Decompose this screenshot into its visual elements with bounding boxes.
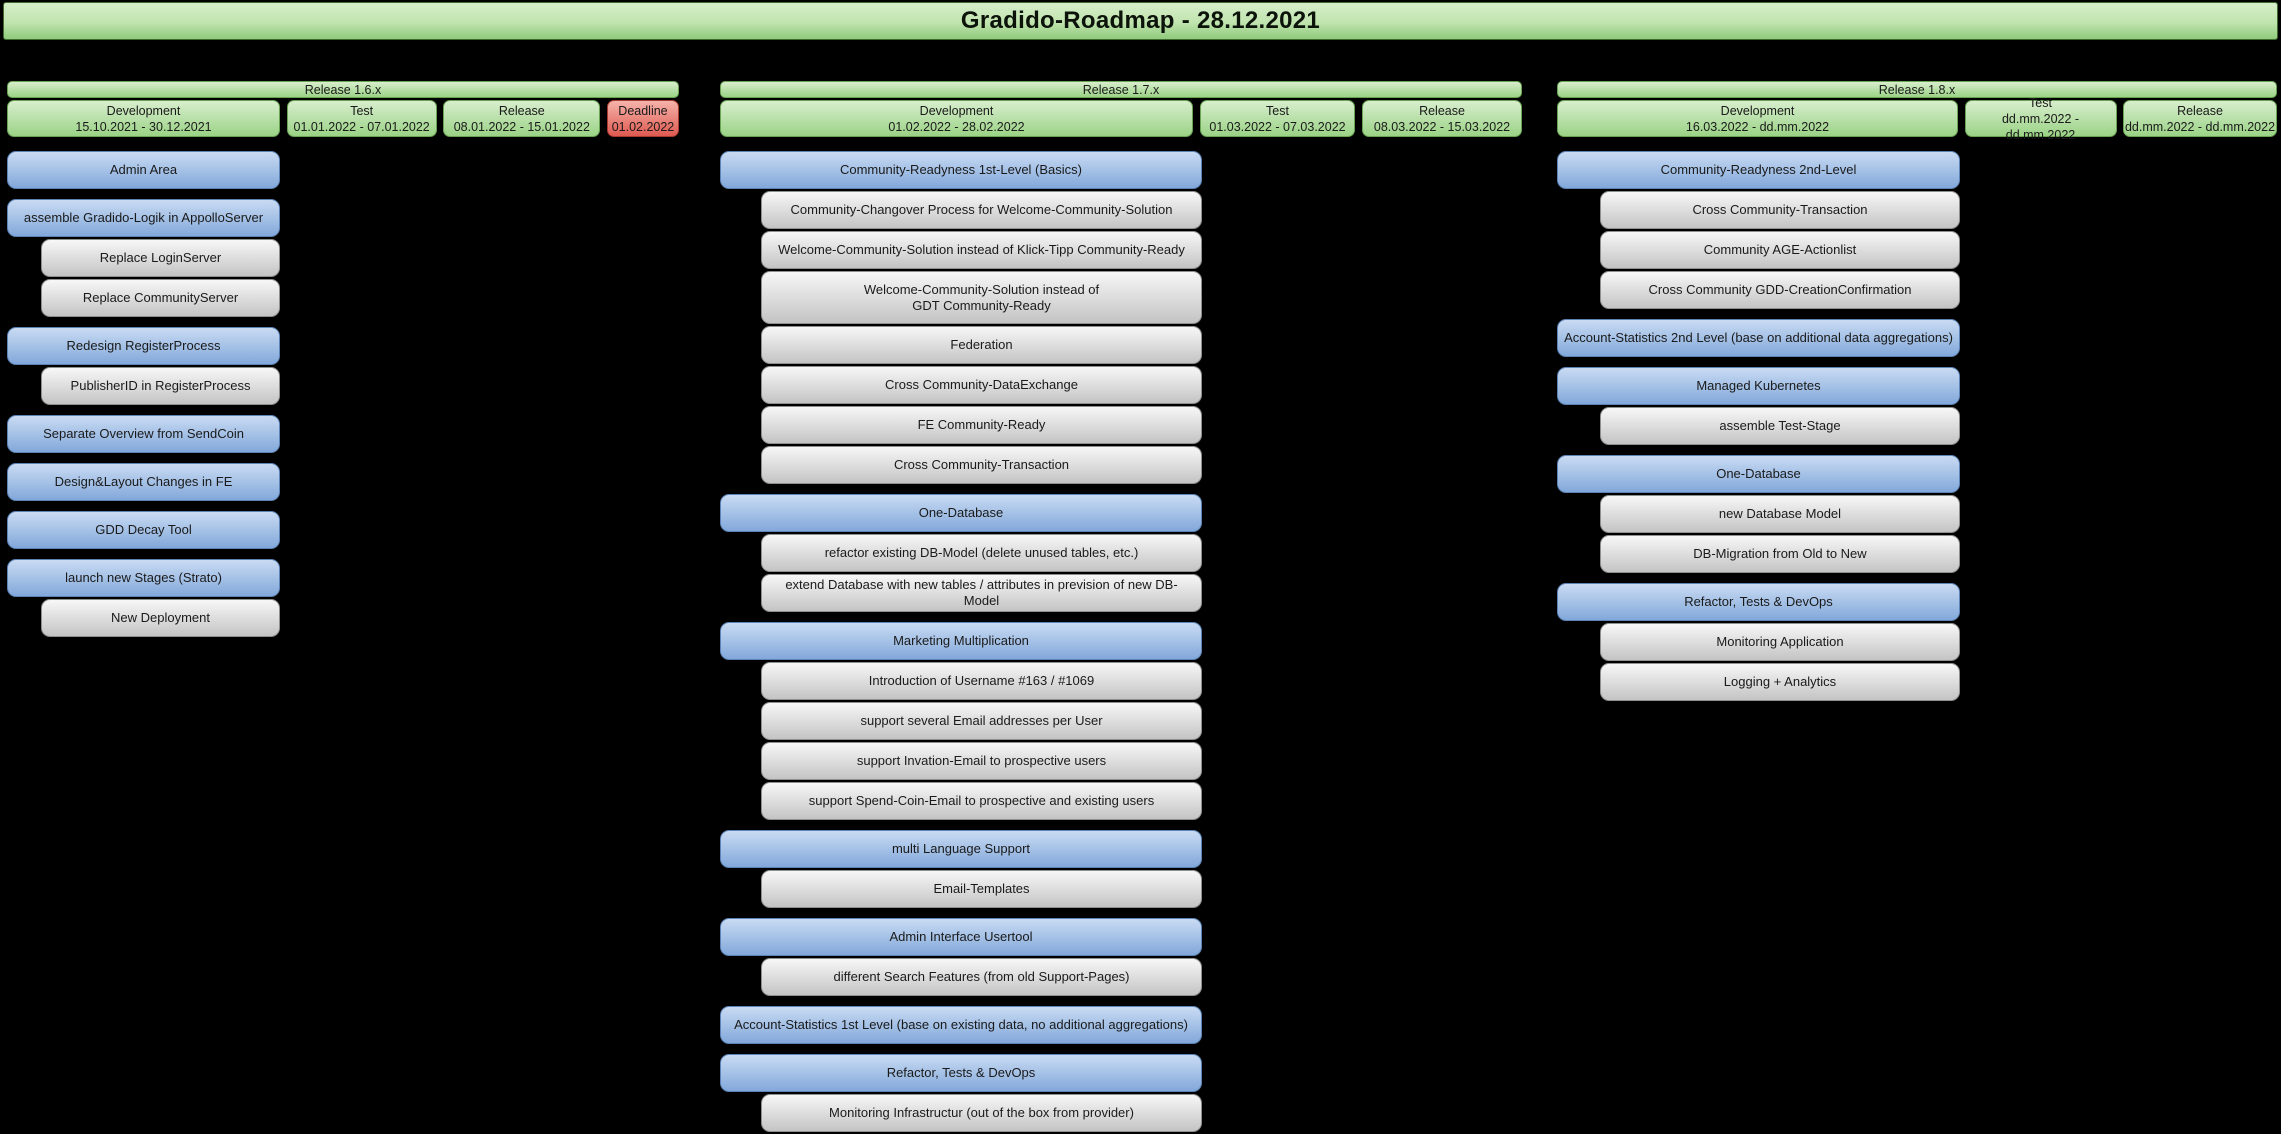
phase-label: Test	[1266, 103, 1289, 118]
task-subtask: Community-Changover Process for Welcome-…	[761, 191, 1202, 229]
task-subtask: Cross Community-Transaction	[1600, 191, 1960, 229]
task-feature: Account-Statistics 1st Level (base on ex…	[720, 1006, 1202, 1044]
task-subtask: Replace LoginServer	[41, 239, 280, 277]
task-feature: Marketing Multiplication	[720, 622, 1202, 660]
phase-dates: dd.mm.2022 - dd.mm.2022	[2124, 119, 2276, 134]
phase-label: Test	[2029, 95, 2052, 110]
phase-label: Test	[350, 103, 374, 118]
task-subtask: PublisherID in RegisterProcess	[41, 367, 280, 405]
task-list: Admin Area assemble Gradido-Logik in Appo…	[7, 151, 679, 637]
task-subtask: Email-Templates	[761, 870, 1202, 908]
task-feature: launch new Stages (Strato)	[7, 559, 280, 597]
task-subtask: support Spend-Coin-Email to prospective …	[761, 782, 1202, 820]
phase-label: Development	[919, 103, 994, 118]
task-feature: Account-Statistics 2nd Level (base on ad…	[1557, 319, 1960, 357]
task-subtask: Federation	[761, 326, 1202, 364]
task-subtask: Introduction of Username #163 / #1069	[761, 662, 1202, 700]
title-bar: Gradido-Roadmap - 28.12.2021	[3, 2, 2278, 40]
task-feature: Design&Layout Changes in FE	[7, 463, 280, 501]
task-list: Community-Readyness 1st-Level (Basics)Co…	[720, 151, 1522, 1132]
task-subtask: Welcome-Community-Solution instead of Kl…	[761, 231, 1202, 269]
task-feature: GDD Decay Tool	[7, 511, 280, 549]
task-feature: One-Database	[720, 494, 1202, 532]
task-subtask: Cross Community-DataExchange	[761, 366, 1202, 404]
phase-dates: 08.01.2022 - 15.01.2022	[453, 119, 590, 134]
task-feature: Redesign RegisterProcess	[7, 327, 280, 365]
task-feature: Refactor, Tests & DevOps	[720, 1054, 1202, 1092]
task-subtask: assemble Test-Stage	[1600, 407, 1960, 445]
phase-label: Development	[106, 103, 181, 118]
phase-dates: 01.02.2022 - 28.02.2022	[888, 119, 1025, 134]
task-subtask: New Deployment	[41, 599, 280, 637]
task-subtask: Cross Community GDD-CreationConfirmation	[1600, 271, 1960, 309]
task-subtask: Monitoring Application	[1600, 623, 1960, 661]
phase-dates: 16.03.2022 - dd.mm.2022	[1685, 119, 1830, 134]
task-subtask: Cross Community-Transaction	[761, 446, 1202, 484]
task-subtask: new Database Model	[1600, 495, 1960, 533]
phase-dates: dd.mm.2022 - dd.mm.2022	[2001, 111, 2080, 142]
phase-dates: 08.03.2022 - 15.03.2022	[1373, 119, 1511, 134]
task-feature: multi Language Support	[720, 830, 1202, 868]
task-subtask: Community AGE-Actionlist	[1600, 231, 1960, 269]
release-header: Release 1.8.x	[1557, 81, 2277, 98]
phase-label: Release	[2177, 103, 2223, 118]
phase-label: Deadline	[618, 103, 668, 118]
release-header: Release 1.6.x	[7, 81, 679, 98]
page-title: Gradido-Roadmap - 28.12.2021	[960, 7, 1321, 34]
task-feature: Managed Kubernetes	[1557, 367, 1960, 405]
phase-dates: 01.01.2022 - 07.01.2022	[293, 119, 430, 134]
task-feature: Admin Area	[7, 151, 280, 189]
task-feature: Community-Readyness 2nd-Level	[1557, 151, 1960, 189]
task-feature: Separate Overview from SendCoin	[7, 415, 280, 453]
task-subtask: FE Community-Ready	[761, 406, 1202, 444]
task-subtask: Welcome-Community-Solution instead of GD…	[761, 271, 1202, 324]
phase-label: Release	[1419, 103, 1465, 118]
phase-dates: 01.02.2022	[611, 119, 675, 134]
task-feature: assemble Gradido-Logik in AppolloServer	[7, 199, 280, 237]
task-feature: One-Database	[1557, 455, 1960, 493]
phase-dates: 01.03.2022 - 07.03.2022	[1209, 119, 1346, 134]
phase-label: Development	[1720, 103, 1795, 118]
phase-dates: 15.10.2021 - 30.12.2021	[75, 119, 212, 134]
task-feature: Community-Readyness 1st-Level (Basics)	[720, 151, 1202, 189]
task-subtask: support several Email addresses per User	[761, 702, 1202, 740]
task-subtask: extend Database with new tables / attrib…	[761, 574, 1202, 612]
release-header: Release 1.7.x	[720, 81, 1522, 98]
task-subtask: Logging + Analytics	[1600, 663, 1960, 701]
task-feature: Refactor, Tests & DevOps	[1557, 583, 1960, 621]
task-subtask: different Search Features (from old Supp…	[761, 958, 1202, 996]
task-subtask: refactor existing DB-Model (delete unuse…	[761, 534, 1202, 572]
task-feature: Admin Interface Usertool	[720, 918, 1202, 956]
task-subtask: Monitoring Infrastructur (out of the box…	[761, 1094, 1202, 1132]
task-subtask: DB-Migration from Old to New	[1600, 535, 1960, 573]
task-subtask: support Invation-Email to prospective us…	[761, 742, 1202, 780]
phase-label: Release	[498, 103, 545, 118]
task-subtask: Replace CommunityServer	[41, 279, 280, 317]
